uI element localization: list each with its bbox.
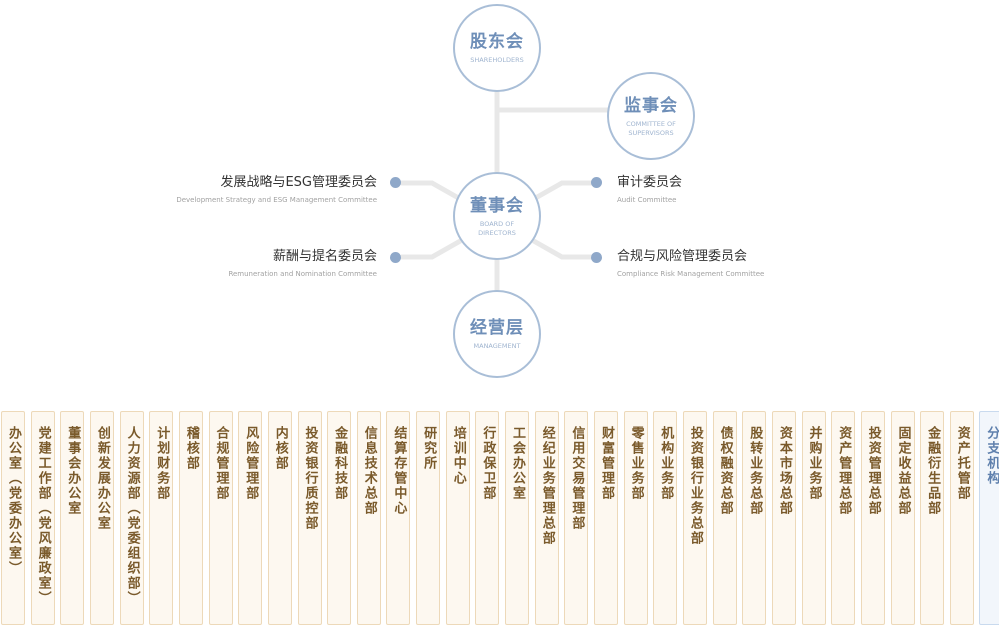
- department-box: 资本市场总部: [771, 411, 796, 625]
- department-box: 资产托管部: [949, 411, 974, 625]
- committee-audit: 审计委员会 Audit Committee: [617, 174, 682, 206]
- department-label: 创新发展办公室: [94, 426, 110, 531]
- committee-compliance-risk-subtitle: Compliance Risk Management Committee: [617, 270, 765, 278]
- department-box: 董事会办公室: [60, 411, 85, 625]
- department-box: 人力资源部（党委组织部）: [119, 411, 144, 625]
- department-box: 研究所: [416, 411, 441, 625]
- department-box: 金融科技部: [327, 411, 352, 625]
- department-label: 结算存管中心: [391, 426, 407, 516]
- department-label: 资产管理总部: [836, 426, 852, 516]
- department-label: 金融衍生品部: [925, 426, 941, 516]
- department-label: 培训中心: [450, 426, 466, 486]
- board-subtitle: BOARD OF DIRECTORS: [478, 219, 516, 237]
- department-box: 股转业务总部: [742, 411, 767, 625]
- committee-compliance-risk-title: 合规与风险管理委员会: [617, 249, 748, 264]
- department-box: 投资银行业务总部: [682, 411, 707, 625]
- department-label: 工会办公室: [510, 426, 525, 501]
- department-box: 党建工作部（党风廉政室）: [30, 411, 55, 625]
- department-label: 合规管理部: [213, 426, 229, 501]
- department-box: 办公室（党委办公室）: [1, 411, 25, 625]
- department-label: 股转业务总部: [747, 426, 763, 516]
- department-box: 财富管理部: [594, 411, 618, 625]
- department-label: 风险管理部: [243, 426, 259, 501]
- department-label: 人力资源部（党委组织部）: [124, 426, 140, 606]
- branch-box: 分支机构: [979, 411, 999, 625]
- committee-compliance-risk: 合规与风险管理委员会 Compliance Risk Management Co…: [617, 248, 764, 280]
- committee-dot: [390, 177, 401, 188]
- committee-remuneration: 薪酬与提名委员会 Remuneration and Nomination Com…: [228, 248, 377, 280]
- department-label: 投资银行质控部: [302, 426, 318, 531]
- branch-label: 分支机构: [984, 426, 999, 486]
- board-node: 董事会 BOARD OF DIRECTORS: [453, 172, 541, 260]
- department-label: 党建工作部（党风廉政室）: [35, 426, 51, 606]
- committee-audit-subtitle: Audit Committee: [617, 196, 677, 204]
- supervisors-node: 监事会 COMMITTEE OF SUPERVISORS: [607, 72, 695, 160]
- department-box: 内核部: [267, 411, 292, 625]
- department-box: 投资银行质控部: [297, 411, 322, 625]
- shareholders-title: 股东会: [470, 32, 524, 52]
- department-box: 工会办公室: [505, 411, 529, 625]
- department-label: 信用交易管理部: [569, 426, 585, 531]
- committee-remuneration-title: 薪酬与提名委员会: [272, 249, 377, 264]
- department-box: 资产管理总部: [831, 411, 856, 625]
- department-label: 投资银行业务总部: [687, 426, 703, 546]
- department-box: 行政保卫部: [475, 411, 500, 625]
- department-box: 稽核部: [178, 411, 203, 625]
- department-label: 董事会办公室: [65, 426, 81, 516]
- department-label: 资产托管部: [954, 426, 970, 501]
- department-label: 金融科技部: [332, 426, 348, 501]
- department-label: 财富管理部: [599, 426, 614, 501]
- department-box: 金融衍生品部: [920, 411, 945, 625]
- department-label: 债权融资总部: [717, 426, 733, 516]
- department-box: 机构业务部: [653, 411, 678, 625]
- department-label: 稽核部: [183, 426, 199, 471]
- board-title: 董事会: [470, 195, 524, 216]
- committee-strategy-esg-subtitle: Development Strategy and ESG Management …: [176, 196, 377, 204]
- department-box: 信息技术总部: [356, 411, 381, 625]
- committee-dot: [390, 252, 401, 263]
- department-label: 并购业务部: [806, 426, 822, 501]
- department-label: 固定收益总部: [895, 426, 911, 516]
- department-label: 研究所: [421, 426, 437, 471]
- department-box: 结算存管中心: [386, 411, 411, 625]
- department-label: 资本市场总部: [776, 426, 792, 516]
- department-label: 经纪业务管理总部: [539, 426, 555, 546]
- supervisors-subtitle: COMMITTEE OF SUPERVISORS: [626, 119, 676, 137]
- department-box: 债权融资总部: [712, 411, 737, 625]
- department-box: 计划财务部: [149, 411, 174, 625]
- shareholders-subtitle: SHAREHOLDERS: [470, 56, 524, 64]
- committee-remuneration-subtitle: Remuneration and Nomination Committee: [228, 270, 377, 278]
- department-box: 经纪业务管理总部: [534, 411, 559, 625]
- committee-strategy-esg: 发展战略与ESG管理委员会 Development Strategy and E…: [176, 174, 377, 206]
- department-box: 信用交易管理部: [564, 411, 589, 625]
- management-subtitle: MANAGEMENT: [473, 342, 521, 350]
- department-box: 零售业务部: [623, 411, 648, 625]
- department-label: 内核部: [272, 426, 288, 471]
- department-box: 并购业务部: [801, 411, 826, 625]
- department-label: 投资管理总部: [865, 426, 881, 516]
- department-label: 行政保卫部: [480, 426, 496, 501]
- committee-dot: [591, 177, 602, 188]
- department-label: 办公室（党委办公室）: [6, 426, 21, 576]
- committee-audit-title: 审计委员会: [617, 175, 683, 190]
- department-label: 信息技术总部: [361, 426, 377, 516]
- department-box: 固定收益总部: [890, 411, 915, 625]
- department-box: 创新发展办公室: [89, 411, 114, 625]
- committee-dot: [591, 252, 602, 263]
- department-label: 机构业务部: [658, 426, 674, 501]
- department-box: 培训中心: [445, 411, 470, 625]
- department-box: 合规管理部: [208, 411, 233, 625]
- department-box: 投资管理总部: [860, 411, 885, 625]
- committee-strategy-esg-title: 发展战略与ESG管理委员会: [220, 175, 377, 190]
- supervisors-title: 监事会: [624, 95, 678, 116]
- department-label: 零售业务部: [628, 426, 644, 501]
- management-title: 经营层: [470, 318, 524, 338]
- department-label: 计划财务部: [154, 426, 170, 501]
- department-box: 风险管理部: [238, 411, 263, 625]
- shareholders-node: 股东会 SHAREHOLDERS: [453, 4, 541, 92]
- management-node: 经营层 MANAGEMENT: [453, 290, 541, 378]
